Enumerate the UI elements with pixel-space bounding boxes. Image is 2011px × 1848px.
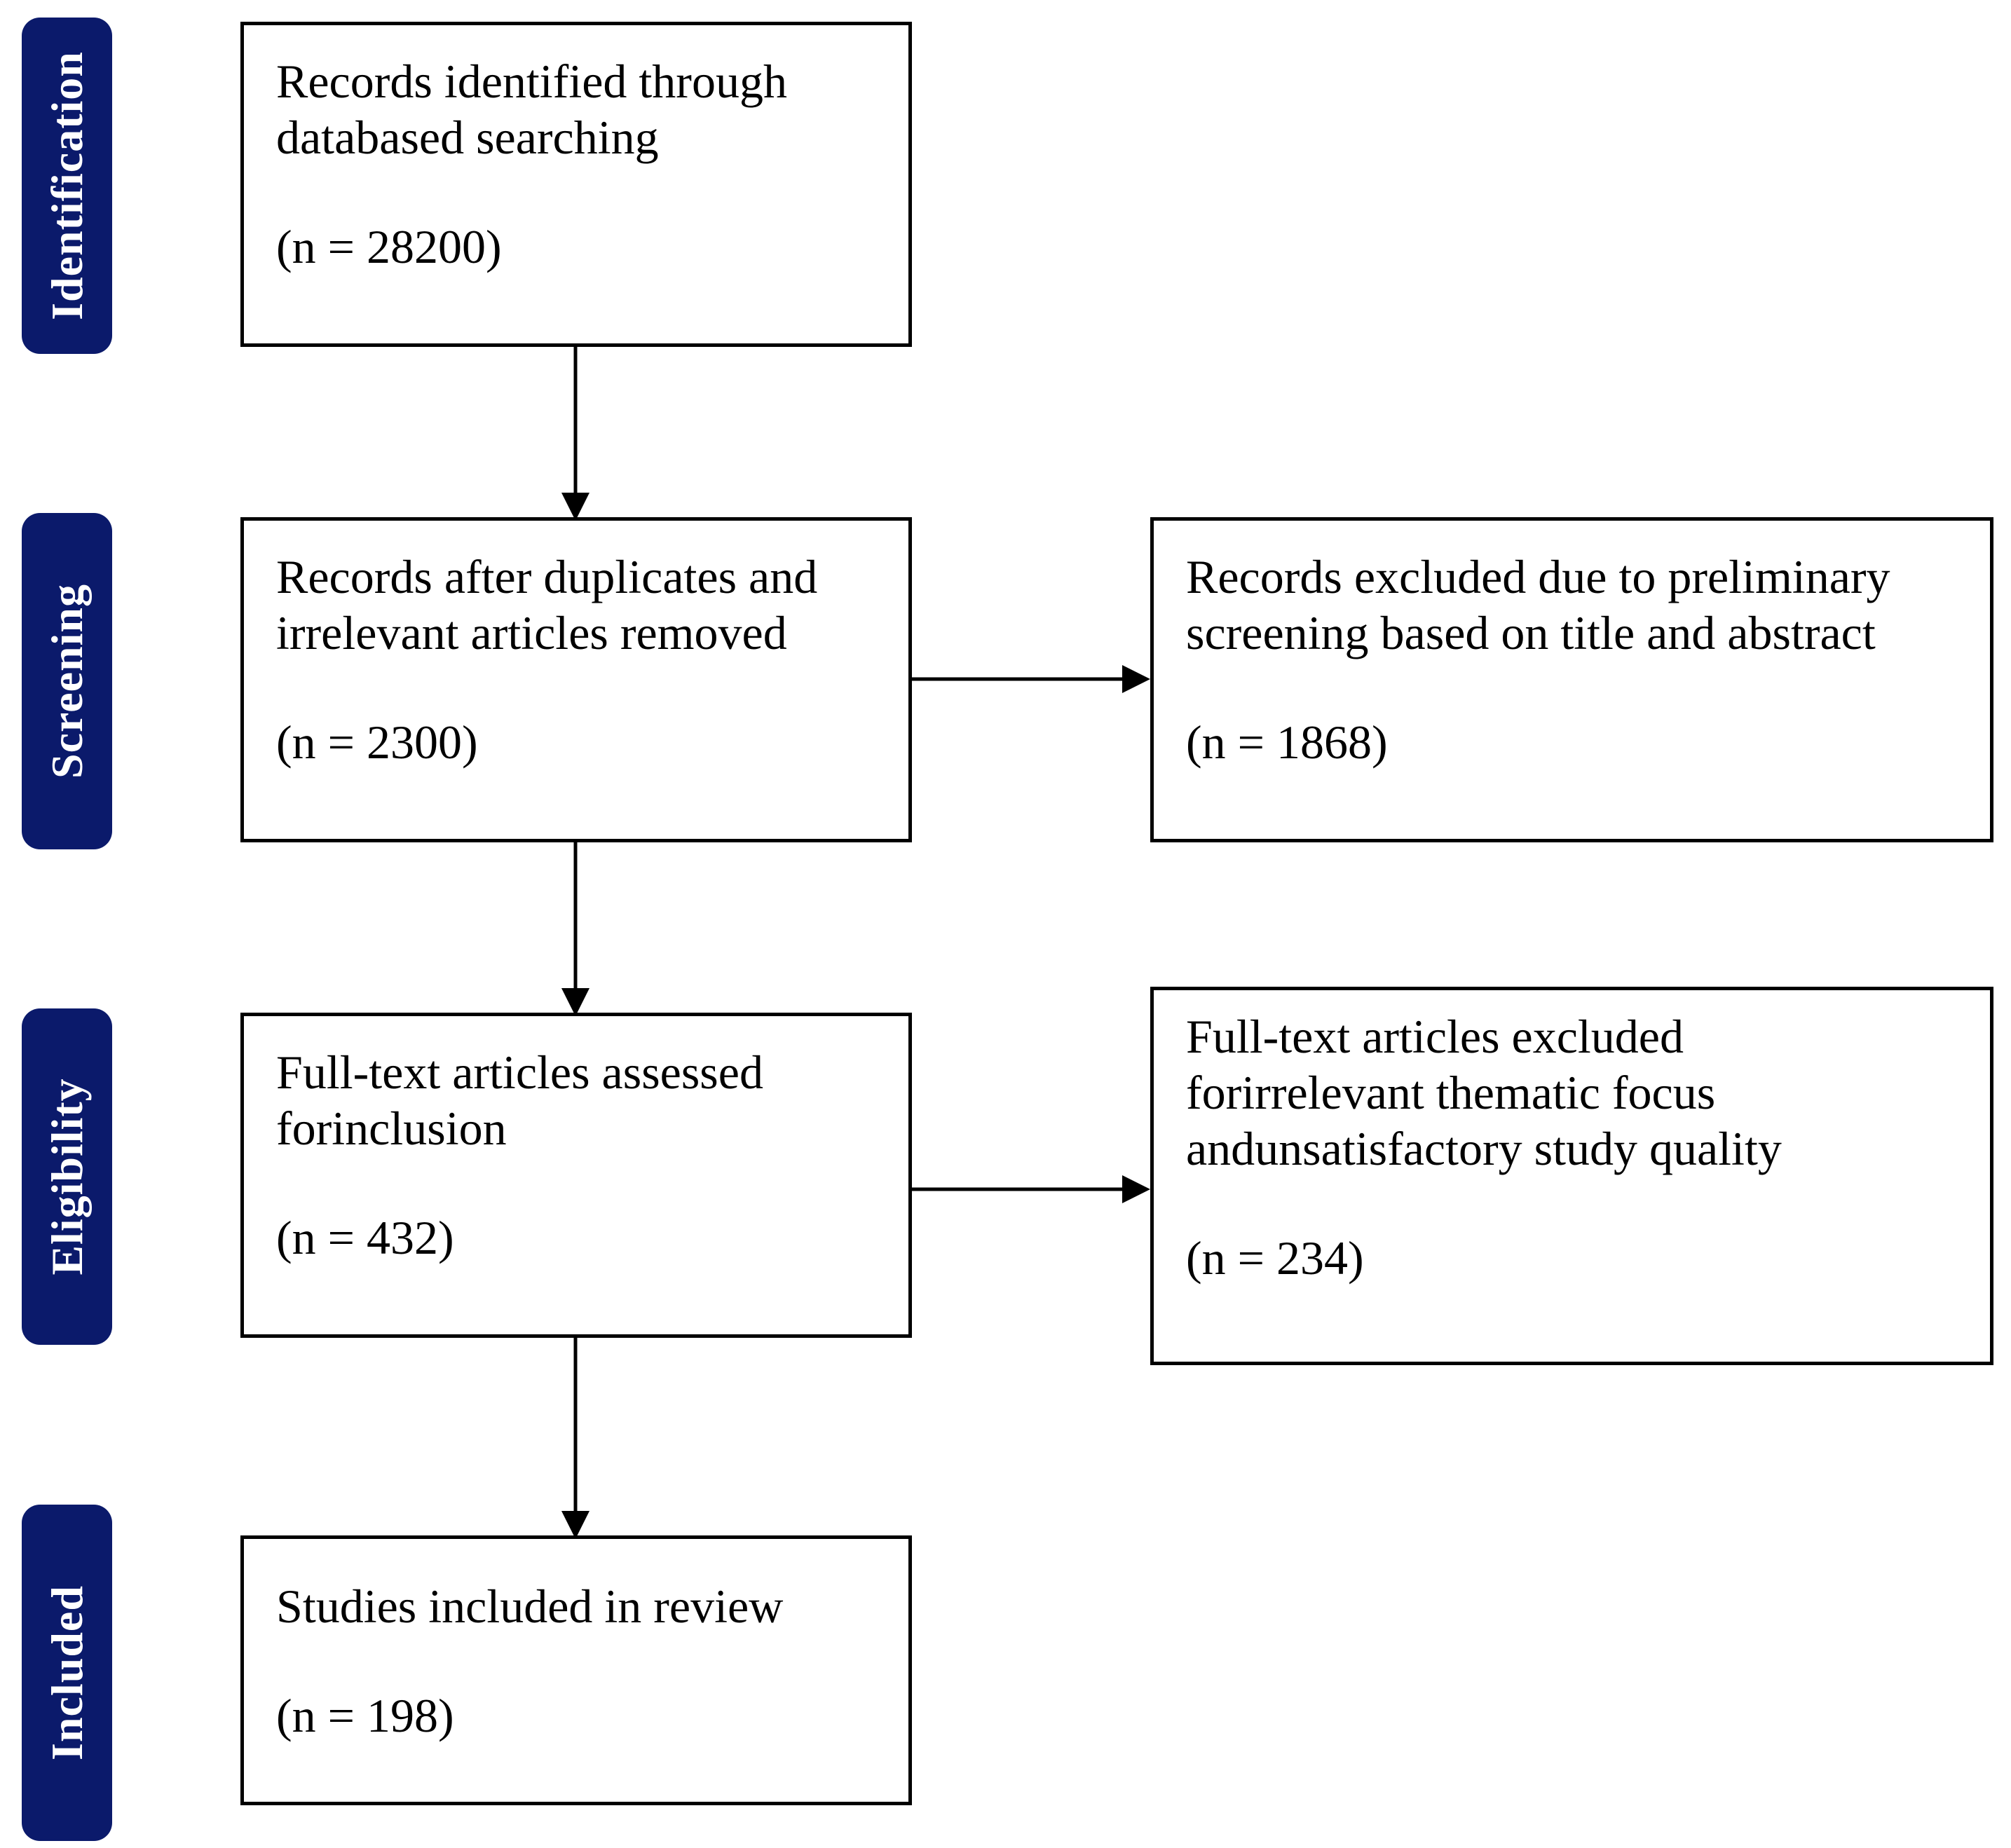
phase-screening: Screening — [22, 513, 112, 849]
box-records-identified: Records identified through databased sea… — [240, 22, 912, 347]
phase-eligibility: Eligibility — [22, 1008, 112, 1345]
text-line: Full-text articles assessed — [276, 1046, 763, 1099]
phase-identification: Identification — [22, 18, 112, 354]
box-studies-included: Studies included in review (n = 198) — [240, 1535, 912, 1805]
count-value: (n = 234) — [1186, 1231, 1364, 1285]
count-value: (n = 2300) — [276, 716, 478, 769]
text-line: forirrelevant thematic focus — [1186, 1066, 1716, 1119]
count-value: (n = 1868) — [1186, 716, 1388, 769]
text-line: andunsatisfactory study quality — [1186, 1122, 1782, 1175]
text-line: forinclusion — [276, 1102, 507, 1155]
count-value: (n = 432) — [276, 1211, 454, 1264]
box-text: Full-text articles assessed forinclusion — [276, 1044, 876, 1156]
count-value: (n = 198) — [276, 1689, 454, 1742]
text-line: Records excluded due to preliminary — [1186, 550, 1890, 603]
box-records-screened: Records after duplicates and irrelevant … — [240, 517, 912, 842]
box-text: Records excluded due to preliminary scre… — [1186, 549, 1958, 661]
box-text: Full-text articles excluded forirrelevan… — [1186, 1008, 1958, 1177]
box-fulltext-assessed: Full-text articles assessed forinclusion… — [240, 1013, 912, 1338]
text-line: databased searching — [276, 111, 659, 164]
text-line: screening based on title and abstract — [1186, 606, 1876, 659]
box-fulltext-excluded: Full-text articles excluded forirrelevan… — [1150, 987, 1993, 1365]
text-line: Records after duplicates and — [276, 550, 818, 603]
box-text: Records identified through databased sea… — [276, 53, 876, 165]
text-line: Full-text articles excluded — [1186, 1010, 1684, 1063]
box-records-excluded-screening: Records excluded due to preliminary scre… — [1150, 517, 1993, 842]
text-line: Studies included in review — [276, 1580, 784, 1633]
count-value: (n = 28200) — [276, 220, 502, 273]
text-line: irrelevant articles removed — [276, 606, 787, 659]
text-line: Records identified through — [276, 55, 787, 108]
box-text: Records after duplicates and irrelevant … — [276, 549, 876, 661]
phase-included: Included — [22, 1505, 112, 1841]
box-text: Studies included in review — [276, 1578, 876, 1634]
